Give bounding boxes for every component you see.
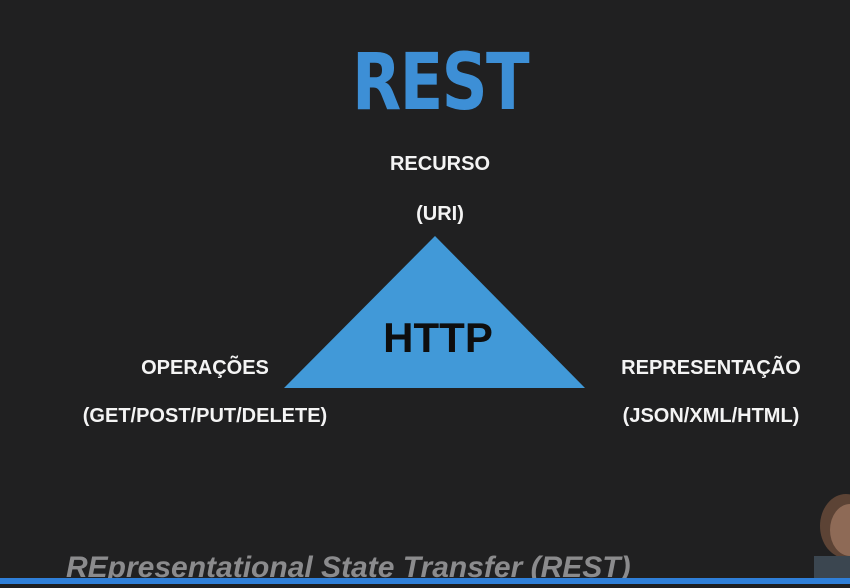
resource-label: RECURSO [389, 153, 490, 175]
presenter-webcam-icon [806, 486, 850, 584]
operations-detail: (GET/POST/PUT/DELETE) [82, 405, 328, 427]
http-center-label: HTTP [383, 314, 493, 361]
triangle-icon [284, 236, 586, 390]
slide-title: REST [351, 38, 530, 128]
resource-detail: (URI) [416, 203, 464, 225]
progress-bar [0, 578, 850, 584]
representation-detail: (JSON/XML/HTML) [622, 405, 800, 427]
representation-label: REPRESENTAÇÃO [621, 357, 801, 379]
operations-label: OPERAÇÕES [141, 357, 269, 379]
